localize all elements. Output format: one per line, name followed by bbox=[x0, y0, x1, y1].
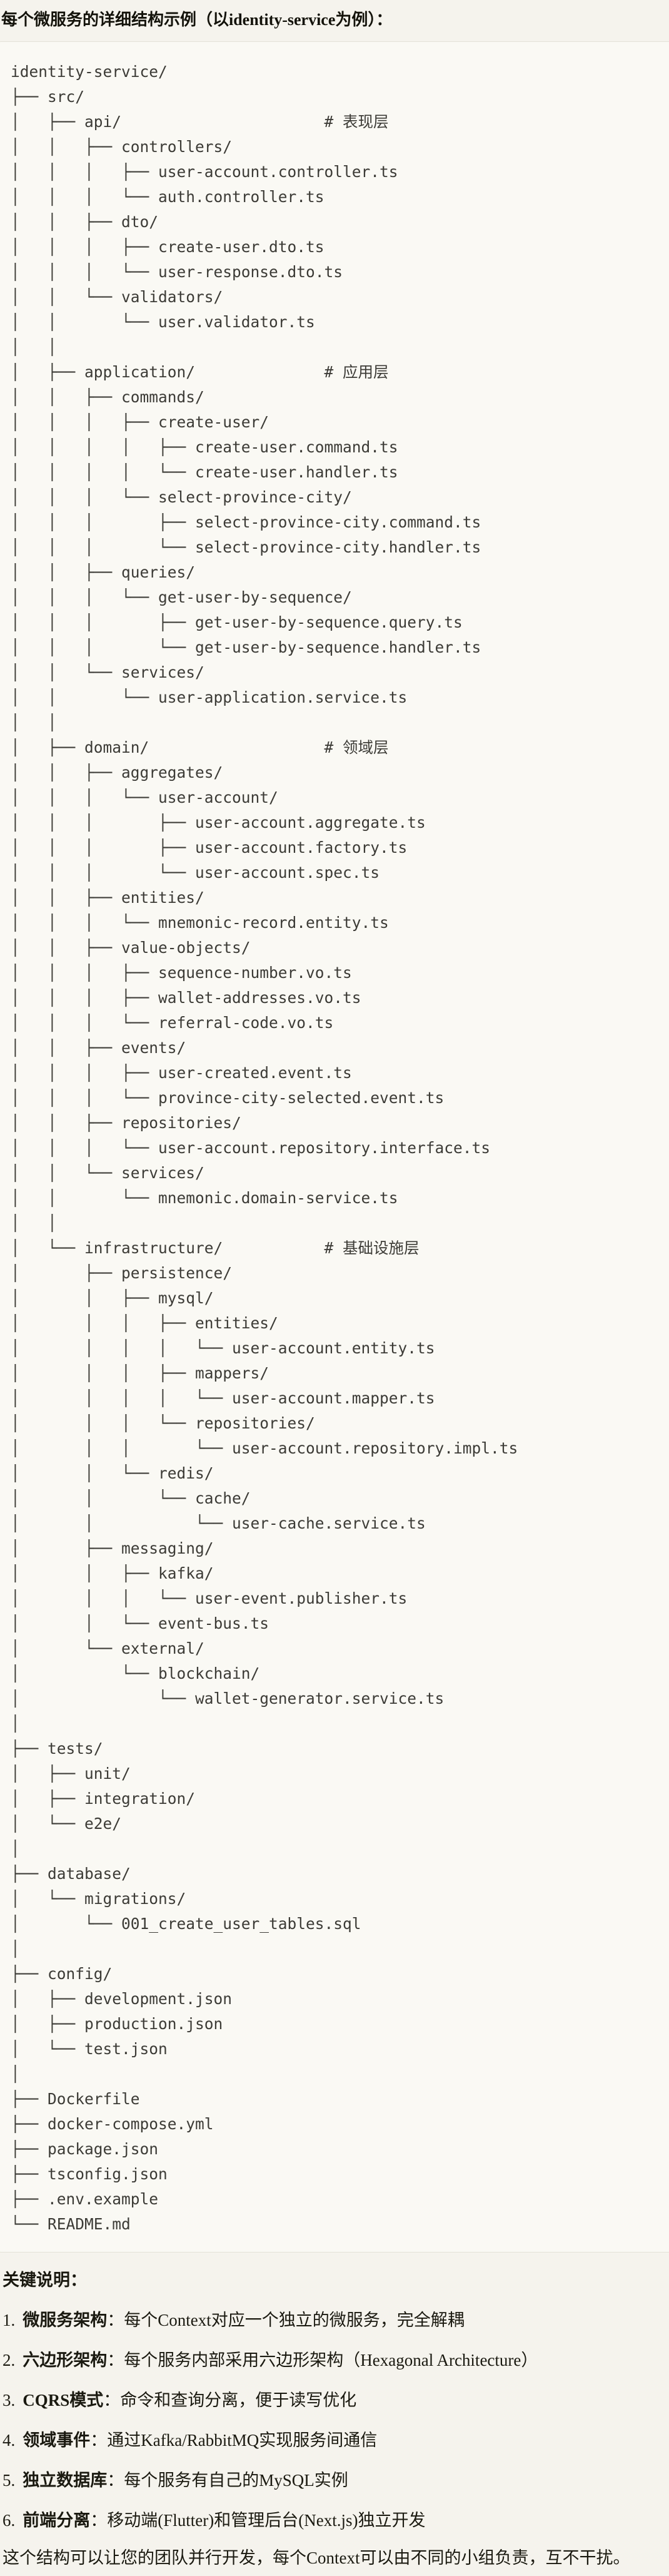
key-notes-list: 1. 微服务架构：每个Context对应一个独立的微服务，完全解耦 2. 六边形架构… bbox=[3, 2306, 669, 2534]
note-number: 1. bbox=[3, 2311, 16, 2329]
note-label: 前端分离 bbox=[23, 2511, 91, 2530]
note-number: 2. bbox=[3, 2351, 16, 2370]
note-number: 4. bbox=[3, 2431, 16, 2450]
note-item: 2. 六边形架构：每个服务内部采用六边形架构（Hexagonal Architec… bbox=[3, 2346, 669, 2374]
note-item: 3. CQRS模式：命令和查询分离，便于读写优化 bbox=[3, 2386, 669, 2414]
key-notes-heading: 关键说明： bbox=[3, 2271, 87, 2289]
closing-paragraph: 这个结构可以让您的团队并行开发，每个Context可以由不同的小组负责，互不干扰… bbox=[3, 2548, 630, 2567]
note-number: 6. bbox=[3, 2511, 16, 2530]
note-label: 领域事件 bbox=[23, 2431, 91, 2450]
page-title: 每个微服务的详细结构示例（以identity-service为例）： bbox=[1, 11, 393, 29]
code-block: identity-service/ ├── src/ │ ├── api/ # … bbox=[0, 41, 669, 2253]
directory-tree: identity-service/ ├── src/ │ ├── api/ # … bbox=[11, 63, 518, 2233]
key-notes-section: 关键说明： 1. 微服务架构：每个Context对应一个独立的微服务，完全解耦 2… bbox=[3, 2266, 669, 2572]
note-item: 1. 微服务架构：每个Context对应一个独立的微服务，完全解耦 bbox=[3, 2306, 669, 2334]
note-number: 5. bbox=[3, 2471, 16, 2490]
note-text: ：每个Context对应一个独立的微服务，完全解耦 bbox=[107, 2311, 465, 2329]
note-item: 4. 领域事件：通过Kafka/RabbitMQ实现服务间通信 bbox=[3, 2426, 669, 2454]
note-text: ：移动端(Flutter)和管理后台(Next.js)独立开发 bbox=[90, 2511, 426, 2530]
note-text: ：每个服务内部采用六边形架构（Hexagonal Architecture） bbox=[107, 2351, 538, 2370]
note-text: ：命令和查询分离，便于读写优化 bbox=[103, 2391, 357, 2410]
note-text: ：每个服务有自己的MySQL实例 bbox=[107, 2471, 348, 2490]
note-number: 3. bbox=[3, 2391, 16, 2410]
note-label: 独立数据库 bbox=[23, 2471, 108, 2490]
note-item: 5. 独立数据库：每个服务有自己的MySQL实例 bbox=[3, 2467, 669, 2494]
note-label: 六边形架构 bbox=[23, 2351, 108, 2370]
note-text: ：通过Kafka/RabbitMQ实现服务间通信 bbox=[90, 2431, 378, 2450]
note-label: 微服务架构 bbox=[23, 2311, 108, 2329]
note-item: 6. 前端分离：移动端(Flutter)和管理后台(Next.js)独立开发 bbox=[3, 2507, 669, 2534]
note-label: CQRS模式 bbox=[23, 2391, 104, 2410]
